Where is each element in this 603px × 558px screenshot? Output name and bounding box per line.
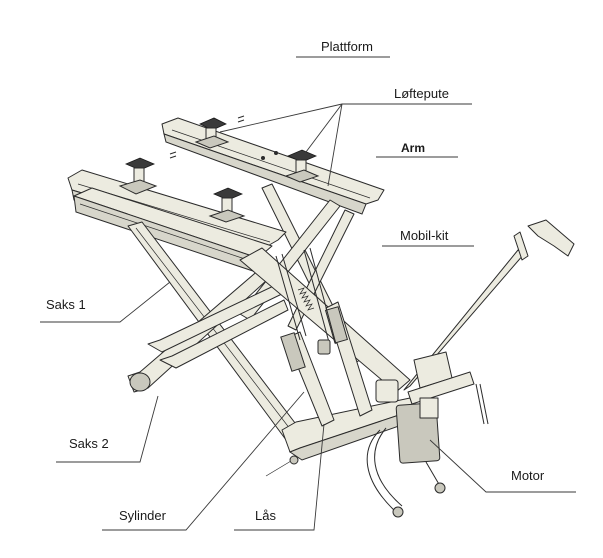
label-plattform: Plattform (321, 39, 373, 54)
lift-pad-front-right (208, 187, 246, 223)
label-saks2: Saks 2 (69, 436, 109, 451)
lift-pad-rear-left (194, 117, 230, 149)
labels: Plattform Løftepute Arm Mobil-kit Saks 1… (46, 39, 545, 523)
label-mobil-kit: Mobil-kit (400, 228, 449, 243)
leader-laas (234, 423, 325, 531)
lift-pad-rear-right (284, 149, 320, 183)
label-sylinder: Sylinder (119, 508, 167, 523)
label-laas: Lås (255, 508, 276, 523)
leader-saks1 (40, 281, 171, 323)
label-loftepute: Løftepute (394, 86, 449, 101)
leader-loftepute-a (219, 103, 343, 133)
leader-lines (40, 56, 576, 531)
label-saks1: Saks 1 (46, 297, 86, 312)
label-motor: Motor (511, 468, 545, 483)
leader-motor (429, 439, 576, 493)
mobile-kit (265, 219, 575, 518)
leader-saks2 (56, 395, 159, 463)
lift-pad-front-left (118, 157, 158, 195)
leader-sylinder (102, 391, 305, 531)
lift-pads (118, 115, 320, 223)
leader-loftepute-c (327, 103, 343, 187)
cylinders (275, 247, 399, 427)
lift-drawing (67, 115, 575, 518)
scissor-2-bar (127, 261, 289, 393)
label-arm: Arm (401, 141, 425, 155)
leader-loftepute-b (299, 103, 343, 161)
